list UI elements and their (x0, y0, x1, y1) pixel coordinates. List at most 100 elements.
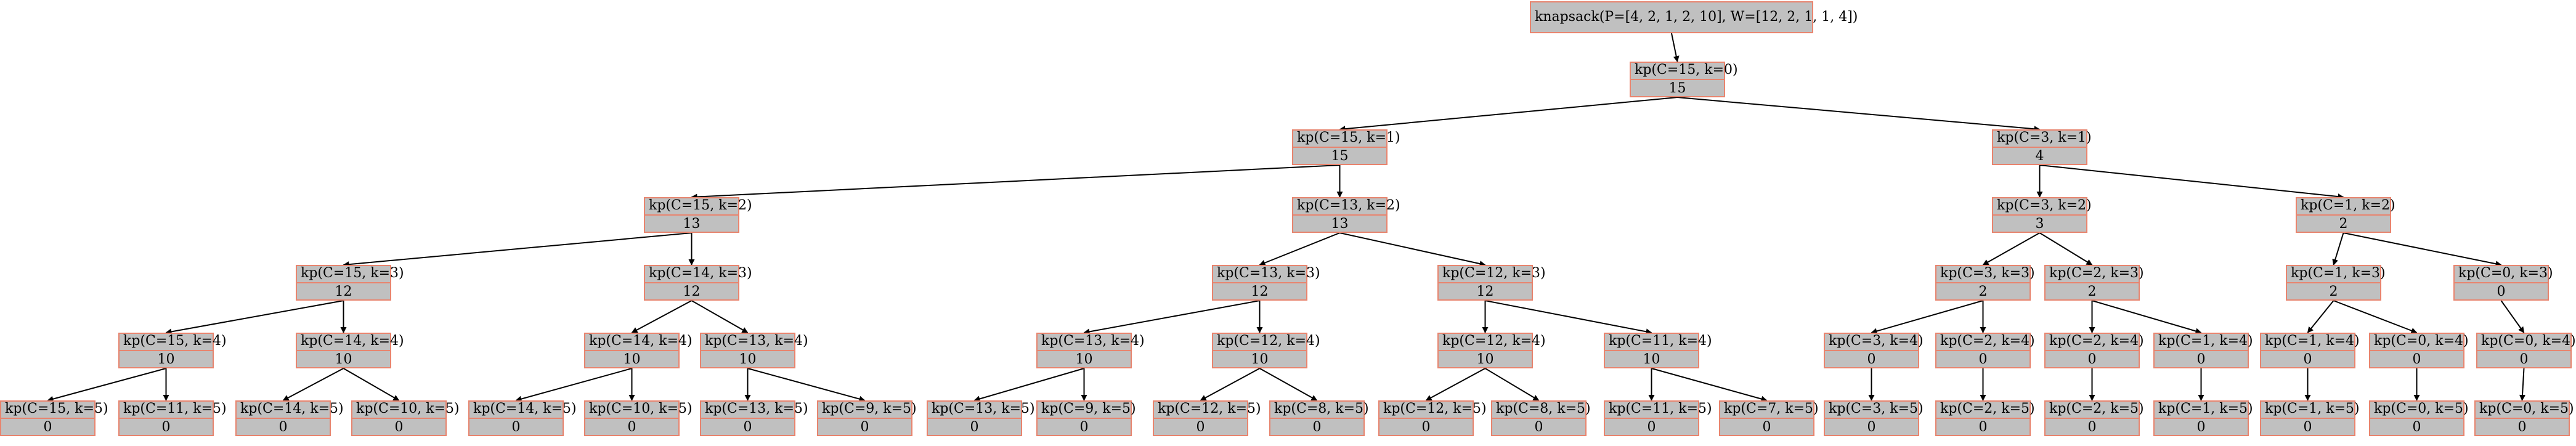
node-divider (237, 418, 330, 419)
tree-node: kp(C=14, k=4)10 (296, 333, 404, 368)
node-label: kp(C=0, k=5) (2479, 401, 2574, 416)
tree-node: kp(C=7, k=5)0 (1719, 400, 1819, 436)
tree-edge (2333, 300, 2418, 334)
tree-node: kp(C=0, k=3)0 (2453, 265, 2553, 301)
tree-node: kp(C=8, k=5)0 (1491, 400, 1591, 436)
node-label: kp(C=1, k=5) (2265, 401, 2360, 416)
node-value: 0 (860, 420, 869, 435)
tree-node: kp(C=13, k=2) 13 (1292, 197, 1400, 233)
tree-node: kp(C=3, k=5) 0 (1824, 400, 1924, 436)
tree-node: kp(C=1, k=4)0 (2260, 333, 2360, 368)
tree-node: kp(C=1, k=5)0 (2153, 400, 2253, 436)
tree-node: kp(C=2, k=4)0 (2044, 333, 2144, 368)
tree-node: kp(C=15, k=0)15 (1630, 62, 1738, 97)
node-value: 0 (1762, 420, 1771, 435)
node-divider (2046, 418, 2139, 419)
node-label: kp(C=3, k=5) (1829, 401, 1924, 416)
tree-node: kp(C=0, k=4)0 (2476, 333, 2576, 368)
node-label: kp(C=3, k=4) (1829, 333, 1924, 349)
node-value: 13 (1331, 216, 1349, 232)
node-divider (1631, 79, 1724, 80)
tree-node: kp(C=15, k=4)10 (118, 333, 227, 368)
node-label: kp(C=15, k=0) (1635, 62, 1738, 78)
node-label: kp(C=3, k=2) (1997, 198, 2092, 213)
node-value: 0 (2087, 352, 2097, 367)
node-label: kp(C=3, k=3) (1940, 266, 2035, 281)
node-divider (469, 418, 563, 419)
node-label: kp(C=14, k=5) (473, 401, 577, 416)
node-value: 0 (1312, 420, 1322, 435)
node-label: kp(C=15, k=2) (649, 198, 752, 213)
tree-edge (1083, 300, 1260, 335)
tree-node: kp(C=8, k=5)0 (1269, 400, 1369, 436)
node-divider (2476, 418, 2569, 419)
node-value: 12 (335, 284, 352, 299)
tree-node: kp(C=3, k=4) 0 (1824, 333, 1924, 368)
node-label: kp(C=12, k=5) (1383, 401, 1487, 416)
node-divider (2261, 418, 2354, 419)
node-label: kp(C=9, k=5) (822, 401, 917, 416)
node-label: kp(C=15, k=3) (301, 266, 404, 281)
node-divider (701, 418, 794, 419)
tree-edge (2519, 368, 2526, 401)
node-label: kp(C=11, k=5) (123, 401, 227, 416)
node-divider (2046, 282, 2139, 283)
node-label: kp(C=13, k=2) (1297, 198, 1400, 213)
tree-node: kp(C=3, k=2)3 (1992, 197, 2092, 233)
tree-edge (343, 368, 400, 401)
root-label: knapsack(P=[4, 2, 1, 2, 10], W=[12, 2, 1… (1535, 9, 1858, 25)
tree-node: kp(C=14, k=5)0 (468, 400, 577, 436)
tree-node: kp(C=14, k=5)0 (235, 400, 344, 436)
node-divider (2046, 350, 2139, 351)
tree-node: kp(C=13, k=3)12 (1212, 265, 1320, 301)
node-label: kp(C=14, k=3) (649, 266, 752, 281)
node-divider (2370, 418, 2463, 419)
tree-node: kp(C=11, k=4)10 (1604, 333, 1712, 368)
tree-node: kp(C=2, k=5)0 (2044, 400, 2144, 436)
node-value: 0 (2497, 284, 2506, 299)
node-value: 15 (1331, 148, 1349, 164)
node-label: kp(C=14, k=4) (301, 333, 404, 349)
tree-edge (1871, 300, 1983, 334)
tree-node: kp(C=1, k=4)0 (2153, 333, 2253, 368)
node-divider (1720, 418, 1813, 419)
node-divider (2155, 418, 2248, 419)
node-value: 10 (739, 352, 757, 367)
node-value: 12 (1251, 284, 1269, 299)
node-value: 0 (394, 420, 404, 435)
tree-edge (2500, 300, 2525, 333)
tree-node: kp(C=9, k=5) 0 (817, 400, 917, 436)
node-value: 10 (623, 352, 641, 367)
node-divider (2261, 350, 2354, 351)
node-value: 0 (2303, 352, 2312, 367)
node-label: kp(C=3, k=1) (1997, 130, 2092, 145)
node-divider (1379, 418, 1473, 419)
node-divider (1492, 418, 1585, 419)
node-label: kp(C=1, k=3) (2291, 266, 2386, 281)
tree-edge (1425, 368, 1485, 401)
tree-edge (1259, 368, 1318, 401)
node-value: 0 (1079, 420, 1089, 435)
node-value: 0 (278, 420, 288, 435)
node-value: 0 (1867, 352, 1876, 367)
node-divider (297, 282, 390, 283)
node-label: kp(C=12, k=3) (1442, 266, 1546, 281)
node-value: 0 (1867, 420, 1876, 435)
node-divider (645, 214, 738, 216)
node-value: 0 (970, 420, 979, 435)
node-label: kp(C=1, k=5) (2158, 401, 2253, 416)
node-value: 0 (743, 420, 752, 435)
tree-node: kp(C=3, k=3)2 (1935, 265, 2035, 301)
tree-edge (2092, 300, 2202, 334)
node-divider (2477, 350, 2570, 351)
tree-node: kp(C=0, k=4)0 (2369, 333, 2469, 368)
node-value: 12 (1476, 284, 1494, 299)
node-value: 10 (1075, 352, 1093, 367)
tree-edge (1651, 368, 1768, 402)
node-label: kp(C=12, k=5) (1158, 401, 1261, 416)
node-divider (1993, 214, 2086, 216)
tree-node: kp(C=1, k=5)0 (2260, 400, 2360, 436)
tree-edge (631, 300, 692, 333)
node-divider (352, 418, 445, 419)
